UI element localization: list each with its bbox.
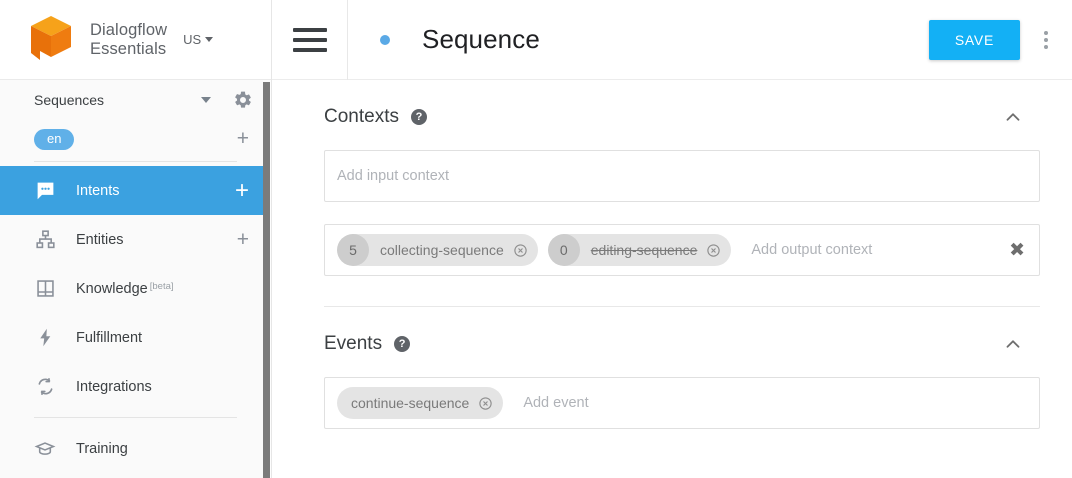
sidebar-scrollbar-thumb[interactable] [263, 82, 270, 478]
caret-down-icon [205, 37, 214, 42]
contexts-title: Contexts [324, 106, 399, 127]
input-context-placeholder: Add input context [337, 168, 450, 184]
contexts-section: Contexts ? Add input context 5 [324, 80, 1040, 276]
language-row: en + [0, 120, 271, 158]
add-language-plus-icon[interactable]: + [236, 127, 249, 150]
title-area: Sequence [348, 24, 929, 55]
beta-badge: [beta] [149, 280, 174, 292]
chevron-up-icon[interactable] [1002, 106, 1024, 128]
unsaved-status-dot [380, 34, 390, 45]
agent-selector[interactable]: Sequences [0, 80, 271, 120]
sidebar: Dialogflow Essentials US Sequences en + [0, 0, 272, 478]
graduation-cap-icon [34, 438, 56, 460]
sidebar-item-fulfillment[interactable]: Fulfillment [0, 313, 271, 362]
sidebar-item-label: Fulfillment [76, 329, 143, 346]
sidebar-item-label: Integrations [76, 378, 152, 395]
input-context-field[interactable]: Add input context [324, 150, 1040, 202]
sidebar-item-knowledge[interactable]: Knowledge [beta] [0, 264, 271, 313]
brand-title-line2: Essentials [90, 39, 167, 58]
refresh-icon [34, 376, 56, 398]
page-title: Sequence [422, 24, 540, 54]
sidebar-item-integrations[interactable]: Integrations [0, 362, 271, 411]
add-intent-plus-icon[interactable]: + [234, 176, 249, 204]
sidebar-item-entities[interactable]: Entities + [0, 215, 271, 264]
agent-name: Sequences [34, 92, 105, 108]
region-label: US [183, 32, 202, 47]
chevron-up-icon[interactable] [1002, 333, 1024, 355]
sidebar-item-label: Intents [76, 182, 120, 199]
chip-label: editing-sequence [590, 242, 698, 258]
chip-lifespan: 5 [337, 234, 369, 266]
chip-lifespan: 0 [547, 234, 580, 266]
gear-icon[interactable] [233, 90, 253, 110]
hamburger-bars [292, 22, 327, 58]
output-context-chip[interactable]: 5 collecting-sequence [337, 234, 538, 266]
events-section-header: Events ? [324, 333, 1040, 355]
brand-title: Dialogflow Essentials [90, 21, 167, 59]
intent-editor-content: Contexts ? Add input context 5 [272, 80, 1072, 429]
region-selector[interactable]: US [183, 32, 214, 47]
sidebar-item-text: Knowledge [76, 280, 148, 297]
sidebar-item-intents[interactable]: Intents + [0, 166, 271, 215]
chip-label: collecting-sequence [380, 242, 504, 258]
hamburger-menu-icon[interactable] [272, 0, 348, 80]
events-section: Events ? continue-sequence [324, 307, 1040, 429]
brand-header: Dialogflow Essentials US [0, 0, 271, 80]
chip-remove-icon[interactable] [478, 396, 493, 411]
sidebar-divider [34, 161, 237, 162]
contexts-section-header: Contexts ? [324, 106, 1040, 128]
sidebar-item-label: Training [76, 440, 128, 457]
output-context-placeholder: Add output context [751, 242, 873, 258]
book-icon [34, 278, 56, 300]
brand-title-line1: Dialogflow [90, 20, 168, 39]
event-chip[interactable]: continue-sequence [337, 387, 504, 419]
speech-bubble-icon [34, 180, 56, 202]
save-button[interactable]: SAVE [928, 19, 1020, 60]
bolt-icon [34, 327, 56, 349]
topbar: Sequence SAVE [272, 0, 1072, 80]
language-chip-en[interactable]: en [34, 128, 75, 150]
output-context-chip[interactable]: 0 editing-sequence [547, 234, 732, 266]
chip-label: continue-sequence [351, 395, 470, 411]
close-icon[interactable]: ✖ [1009, 239, 1025, 261]
sidebar-divider [34, 417, 237, 418]
chip-remove-icon[interactable] [513, 243, 528, 258]
sidebar-item-label: Entities [76, 231, 124, 248]
caret-down-icon[interactable] [201, 97, 211, 103]
sidebar-item-label: Knowledge [beta] [76, 281, 249, 297]
hierarchy-icon [34, 229, 56, 251]
help-circle-icon[interactable]: ? [410, 109, 427, 125]
chip-remove-icon[interactable] [706, 243, 721, 258]
main-panel: Sequence SAVE Contexts ? [272, 0, 1072, 478]
sidebar-item-training[interactable]: Training [0, 424, 271, 473]
kebab-menu-icon[interactable] [1020, 30, 1072, 49]
events-placeholder: Add event [523, 395, 589, 411]
section-divider [324, 306, 1040, 307]
events-field[interactable]: continue-sequence Add event [324, 377, 1040, 429]
sidebar-nav: Intents + Entities + [0, 166, 271, 473]
help-circle-icon[interactable]: ? [394, 336, 411, 352]
events-title: Events [324, 333, 383, 354]
dialogflow-cube-logo [26, 13, 78, 67]
output-context-field[interactable]: 5 collecting-sequence 0 editing-sequence [324, 224, 1040, 276]
add-entity-plus-icon[interactable]: + [236, 227, 249, 251]
